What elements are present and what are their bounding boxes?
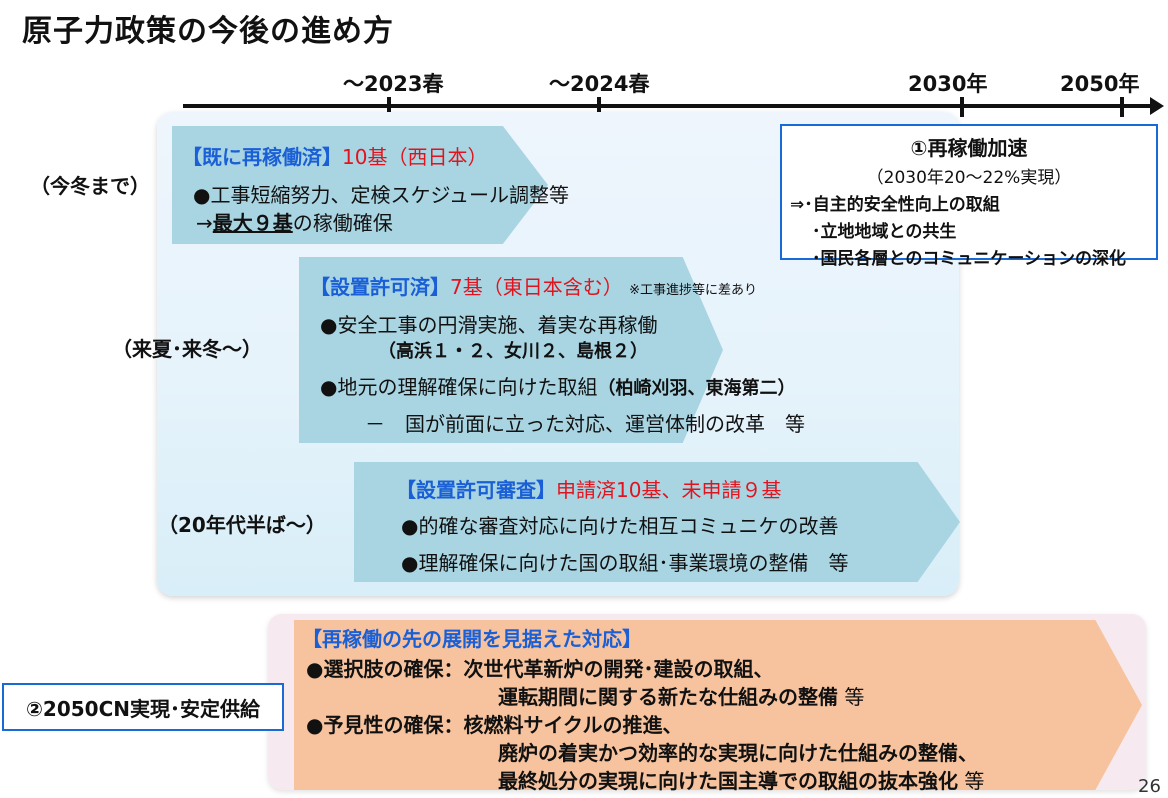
arrow2-line3: ●地元の理解確保に向けた取組（柏崎刈羽、東海第二） bbox=[320, 371, 795, 400]
bottom-line5-etc: 等 bbox=[964, 769, 985, 793]
box1-title: ①再稼働加速 bbox=[910, 136, 1028, 160]
restart-acceleration-box: ①再稼働加速 （2030年20～22%実現） ⇒･自主的安全性向上の取組 ･立地… bbox=[780, 124, 1158, 269]
side-label-mid2020s: （20年代半ば～） bbox=[158, 513, 326, 537]
arrow3-line1: ●的確な審査対応に向けた相互コミュニケの改善 bbox=[401, 514, 839, 538]
arrow1-max: 最大９基 bbox=[212, 211, 293, 235]
bottom-line1: ●選択肢の確保：次世代革新炉の開発･建設の取組、 bbox=[306, 657, 774, 681]
arrow1-bracket: 【既に再稼働済】 bbox=[182, 145, 342, 169]
box1-item1: ⇒･自主的安全性向上の取組 bbox=[790, 195, 1000, 215]
arrow3-line2: ●理解確保に向けた国の取組･事業環境の整備 等 bbox=[401, 551, 849, 575]
timeline-tick bbox=[597, 97, 601, 117]
arrow-already-restarted bbox=[172, 126, 548, 244]
bottom-line2-text: 運転期間に関する新たな仕組みの整備 bbox=[498, 685, 838, 709]
arrow2-note: ※工事進捗等に差あり bbox=[629, 283, 757, 298]
arrow2-line4: － 国が前面に立った対応、運営体制の改革 等 bbox=[365, 412, 805, 436]
arrow2-line3-sites: （柏崎刈羽、東海第二） bbox=[597, 378, 796, 399]
arrow1-count: 10基（西日本） bbox=[342, 145, 488, 169]
arrow3-bracket: 【設置許可審査】 bbox=[396, 478, 556, 502]
arrow1-post: の稼働確保 bbox=[292, 211, 393, 235]
bottom-line2: 運転期間に関する新たな仕組みの整備 等 bbox=[498, 681, 864, 710]
page-number: 26 bbox=[1138, 776, 1161, 797]
arrow2-line3-text: ●地元の理解確保に向けた取組 bbox=[320, 375, 598, 399]
bottom-line4: 廃炉の着実かつ効率的な実現に向けた仕組みの整備、 bbox=[498, 741, 978, 765]
arrow3-heading: 【設置許可審査】申請済10基、未申請９基 bbox=[396, 474, 781, 503]
timeline-tick bbox=[960, 97, 964, 117]
arrow3-count: 申請済10基、未申請９基 bbox=[556, 478, 782, 502]
timeline-arrowhead bbox=[1150, 97, 1164, 115]
bottom-line2-etc: 等 bbox=[844, 685, 865, 709]
cn2050-label: ②2050CN実現･安定供給 bbox=[25, 696, 260, 721]
arrow-permitted bbox=[299, 257, 723, 443]
bottom-heading: 【再稼働の先の展開を見据えた対応】 bbox=[302, 623, 642, 652]
cn2050-box: ②2050CN実現･安定供給 bbox=[2, 683, 284, 731]
side-label-summer: （来夏･来冬～） bbox=[112, 337, 262, 361]
box1-item3: ･国民各層とのコミュニケーションの深化 bbox=[812, 249, 1126, 269]
arrow1-heading: 【既に再稼働済】10基（西日本） bbox=[182, 141, 487, 170]
page-title: 原子力政策の今後の進め方 bbox=[22, 14, 394, 49]
arrow-future-response bbox=[294, 620, 1142, 790]
arrow1-arrow: → bbox=[196, 211, 213, 235]
timeline-label-2030: 2030年 bbox=[908, 72, 988, 96]
arrow-under-review bbox=[354, 462, 960, 582]
timeline-label-2024: ～2024春 bbox=[549, 72, 650, 96]
arrow2-line1: ●安全工事の円滑実施、着実な再稼働 bbox=[320, 313, 658, 337]
bottom-line3: ●予見性の確保：核燃料サイクルの推進、 bbox=[306, 713, 683, 737]
timeline-label-2050: 2050年 bbox=[1060, 72, 1140, 96]
timeline-label-2023: ～2023春 bbox=[343, 72, 444, 96]
box1-item2: ･立地地域との共生 bbox=[812, 222, 957, 242]
bottom-line5-text: 最終処分の実現に向けた国主導での取組の抜本強化 bbox=[498, 769, 958, 793]
arrow2-heading: 【設置許可済】7基（東日本含む） ※工事進捗等に差あり bbox=[310, 271, 757, 300]
timeline-tick bbox=[387, 97, 391, 117]
side-label-winter: （今冬まで） bbox=[30, 174, 150, 198]
bottom-bracket: 【再稼働の先の展開を見据えた対応】 bbox=[302, 627, 642, 651]
arrow2-count: 7基（東日本含む） bbox=[450, 275, 623, 299]
timeline-axis bbox=[183, 104, 1153, 108]
bottom-line5: 最終処分の実現に向けた国主導での取組の抜本強化 等 bbox=[498, 765, 984, 794]
arrow2-bracket: 【設置許可済】 bbox=[310, 275, 450, 299]
arrow2-line2: （高浜１・２、女川２、島根２） bbox=[378, 341, 648, 362]
box1-subtitle: （2030年20～22%実現） bbox=[866, 168, 1072, 188]
arrow1-line1: ●工事短縮努力、定検スケジュール調整等 bbox=[193, 183, 570, 207]
timeline-tick bbox=[1120, 97, 1124, 117]
arrow1-line2: →最大９基の稼働確保 bbox=[196, 207, 393, 236]
